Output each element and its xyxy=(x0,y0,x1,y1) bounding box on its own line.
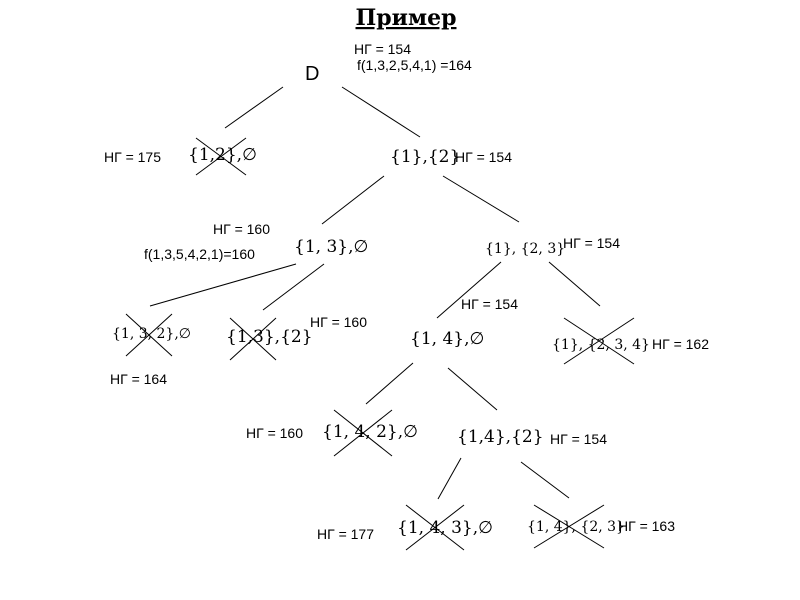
page-title: Пример xyxy=(356,5,457,31)
node-1-234: {1}, {2, 3, 4} xyxy=(552,337,650,353)
node-14-empty: {1, 4},∅ xyxy=(410,329,484,349)
node-1-23: {1}, {2, 3} xyxy=(485,241,565,257)
node-142-empty: {1, 4, 2},∅ xyxy=(322,422,418,442)
ng-label-143-empty: НГ = 177 xyxy=(317,526,374,542)
ng-label-14-empty: НГ = 154 xyxy=(461,296,518,312)
ng-label-14-23: НГ = 163 xyxy=(618,518,675,534)
edge-root-right xyxy=(341,86,421,138)
edge-14-to-142 xyxy=(365,362,414,405)
node-14-2: {1,4},{2} xyxy=(457,427,544,447)
cross-mark xyxy=(405,504,465,551)
ng-label-1-23: НГ = 154 xyxy=(563,235,620,251)
root-ng-label: НГ = 154 xyxy=(354,41,411,57)
edge-14-2-to-143 xyxy=(437,457,462,500)
node-13-2: {1,3},{2} xyxy=(226,327,313,347)
cross-mark xyxy=(563,317,635,365)
ng-label-142-empty: НГ = 160 xyxy=(246,425,303,441)
ng-label-13-empty: НГ = 160 xyxy=(213,221,270,237)
ng-label-1-234: НГ = 162 xyxy=(652,336,709,352)
ng-label-12-empty: НГ = 175 xyxy=(104,149,161,165)
edge-14-2-to-14-23 xyxy=(520,461,570,499)
ng-label-1-2: НГ = 154 xyxy=(455,149,512,165)
cross-mark xyxy=(533,504,605,549)
cross-mark xyxy=(125,313,173,357)
edge-13-to-132 xyxy=(149,263,297,307)
node-132-empty: {1, 3, 2},∅ xyxy=(112,326,191,342)
ng-label-132-empty: НГ = 164 xyxy=(110,371,167,387)
node-14-23: {1, 4}, {2, 3} xyxy=(527,519,625,535)
root-f-label: f(1,3,2,5,4,1) =164 xyxy=(357,57,472,73)
edge-123-to-1234 xyxy=(548,261,601,307)
edge-12-to-13 xyxy=(321,175,385,225)
node-1-2: {1},{2} xyxy=(390,147,460,167)
cross-mark xyxy=(229,317,277,361)
node-13-empty: {1, 3},∅ xyxy=(294,237,368,257)
edge-13-to-13-2 xyxy=(262,263,325,311)
ng-label-13-2: НГ = 160 xyxy=(310,314,367,330)
edge-14-to-14-2 xyxy=(447,367,498,411)
edge-root-left xyxy=(224,86,284,129)
node-143-empty: {1, 4, 3},∅ xyxy=(397,518,493,538)
f-label-13-empty: f(1,3,5,4,2,1)=160 xyxy=(144,246,255,262)
ng-label-14-2: НГ = 154 xyxy=(550,431,607,447)
cross-mark xyxy=(195,137,247,176)
root-node: D xyxy=(305,63,319,85)
cross-mark xyxy=(333,409,393,457)
edge-123-to-14 xyxy=(436,261,502,319)
edge-12-to-123 xyxy=(442,175,520,223)
